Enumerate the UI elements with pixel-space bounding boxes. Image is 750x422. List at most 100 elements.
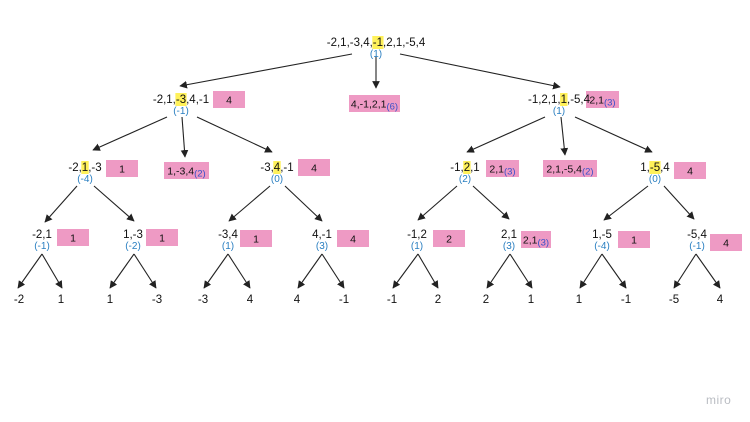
node-array-label: -5,4: [687, 229, 707, 241]
tree-edge-arrow: [297, 253, 323, 289]
result-box-text: 1: [119, 164, 125, 176]
edges-layer: [17, 53, 721, 289]
result-box-background: [57, 229, 89, 246]
result-box-LL: 1: [106, 160, 138, 177]
tree-node-L: -2,1,-3,4,-1(-1): [153, 93, 209, 117]
result-box-text: 2,1,-5,4(2): [546, 164, 593, 178]
leaf-value: 1: [576, 294, 582, 306]
result-box-R: 2,1(3): [586, 91, 619, 109]
leaf-value: -1: [621, 294, 631, 306]
tree-edge-arrow: [579, 253, 603, 289]
result-box-Rcross: 2,1,-5,4(2): [543, 160, 597, 178]
result-box-LRR: 4: [337, 230, 369, 247]
node-array-label: -1,2,1: [450, 162, 479, 174]
tree-node-R: -1,2,1,1,-5,4(1): [528, 93, 591, 117]
tree-edge-arrow: [509, 253, 533, 289]
result-box-background: [486, 160, 519, 177]
tree-edge-arrow: [417, 253, 439, 289]
result-box-background: [213, 91, 245, 108]
tree-edge-arrow: [180, 116, 189, 158]
result-box-text: 1,-3,4(2): [167, 166, 205, 180]
result-box-background: [349, 95, 400, 112]
tree-edge-arrow: [417, 185, 458, 221]
leaf-value: -2: [14, 294, 24, 306]
max-element-highlight: [372, 36, 384, 49]
tree-edge-arrow: [44, 185, 78, 223]
tree-edge-arrow: [41, 253, 63, 289]
tree-node-LRL: -3,4(1): [218, 229, 238, 252]
node-array-label: 2,1: [501, 229, 517, 241]
node-subarray-value: (1): [411, 241, 423, 252]
node-subarray-value: (2): [459, 174, 471, 185]
nodes-layer: -2,1,-3,4,-1,2,1,-5,4(1)-2,1,-3,4,-1(-1)…: [32, 36, 708, 252]
boxes-layer: 4 4,-1,2,1(6) 2,1(3) 1 1,-3,4(2) 4 2,1(3) 2,1,-…: [57, 91, 742, 251]
result-box-text: 4: [723, 238, 729, 250]
miro-watermark: miro: [706, 393, 731, 407]
result-box-RLR: 2,1(3): [521, 231, 551, 249]
result-box-background: [543, 160, 597, 177]
result-box-background: [674, 162, 706, 179]
result-box-background: [106, 160, 138, 177]
node-subarray-value: (-1): [173, 106, 189, 117]
max-element-highlight: [273, 161, 281, 174]
result-box-text: 2,1(3): [489, 164, 515, 178]
tree-edge-arrow: [603, 185, 649, 221]
node-subarray-value: (3): [503, 241, 515, 252]
node-subarray-value: (0): [271, 174, 283, 185]
tree-edge-arrow: [663, 185, 695, 220]
node-array-label: -1,2: [407, 229, 427, 241]
result-box-RLL: 2: [433, 230, 465, 247]
node-subarray-value: (-4): [77, 174, 93, 185]
result-box-LR: 4: [298, 159, 330, 176]
tree-node-RR: 1,-5,4(0): [640, 161, 670, 185]
node-array-label: -1,2,1,1,-5,4: [528, 94, 591, 106]
tree-edge-arrow: [93, 185, 135, 222]
result-box-LLL: 1: [57, 229, 89, 246]
result-box-background: [240, 230, 272, 247]
node-subarray-value: (-2): [125, 241, 141, 252]
leaf-value: -3: [198, 294, 208, 306]
leaf-value: 4: [717, 294, 724, 306]
node-subarray-value: (1): [553, 106, 565, 117]
leaf-value: 2: [435, 294, 441, 306]
result-box-text: 4: [687, 166, 693, 178]
result-box-text: 2,1(3): [523, 235, 549, 249]
max-element-highlight: [175, 93, 187, 106]
tree-edge-arrow: [92, 116, 168, 151]
tree-edge-arrow: [228, 185, 271, 222]
tree-edge-arrow: [321, 253, 345, 289]
tree-edge-arrow: [133, 253, 157, 289]
tree-node-RRL: 1,-5(-4): [592, 229, 612, 252]
node-array-label: -2,1,-3,4,-1: [153, 94, 209, 106]
result-box-text: 4,-1,2,1(6): [351, 99, 398, 113]
result-box-text: 1: [253, 234, 259, 246]
result-box-background: [586, 91, 619, 108]
tree-edge-arrow: [574, 116, 653, 153]
max-element-highlight: [463, 161, 471, 174]
node-subarray-value: (-4): [594, 241, 610, 252]
tree-edge-arrow: [486, 253, 511, 289]
tree-edge-arrow: [17, 253, 43, 289]
result-box-text: 1: [159, 233, 165, 245]
result-box-RR: 4: [674, 162, 706, 179]
tree-node-RL: -1,2,1(2): [450, 161, 480, 185]
max-element-highlight: [81, 161, 89, 174]
tree-node-LRR: 4,-1(3): [312, 229, 332, 252]
result-box-RRL: 1: [618, 231, 650, 248]
node-array-label: 1,-5,4: [640, 162, 670, 174]
max-element-highlight: [560, 93, 568, 106]
result-box-mid: 4,-1,2,1(6): [349, 95, 400, 113]
tree-node-LLR: 1,-3(-2): [123, 229, 143, 252]
tree-edge-arrow: [196, 116, 273, 153]
node-subarray-value: (1): [370, 49, 382, 60]
result-box-Lcross: 1,-3,4(2): [164, 162, 209, 180]
max-element-highlight: [649, 161, 661, 174]
result-box-background: [298, 159, 330, 176]
tree-edge-arrow: [109, 253, 135, 289]
result-box-text: 1: [70, 233, 76, 245]
leaf-value: -5: [669, 294, 679, 306]
result-box-background: [618, 231, 650, 248]
tree-edge-arrow: [399, 53, 561, 90]
result-box-RL: 2,1(3): [486, 160, 519, 178]
